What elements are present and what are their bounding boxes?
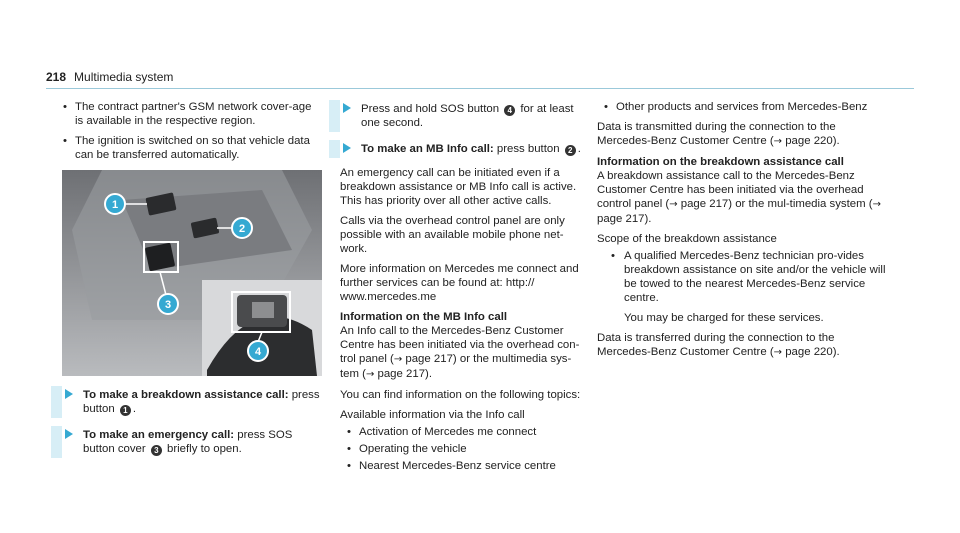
page-ref-link[interactable]: page 220). [785, 346, 840, 358]
list-item: Other products and services from Mercede… [603, 100, 887, 114]
step-text: . [577, 143, 581, 155]
page-ref-link[interactable]: page 217). [377, 368, 432, 380]
arrow-icon: → [393, 354, 403, 365]
svg-text:3: 3 [165, 299, 171, 311]
callout-3: 3 [157, 293, 179, 315]
page-number: 218 [46, 70, 67, 84]
instruction-step: To make an MB Info call: press button 2. [329, 140, 590, 158]
text: A breakdown assistance call to the Merce… [597, 170, 864, 210]
text: An Info call to the Mercedes-Benz Custom… [340, 325, 580, 365]
paragraph: Data is transmitted during the connectio… [597, 120, 887, 149]
column-3: Other products and services from Mercede… [597, 100, 887, 366]
paragraph: A breakdown assistance call to the Merce… [597, 169, 887, 226]
svg-text:4: 4 [255, 346, 262, 358]
text: Data is transferred during the connectio… [597, 332, 835, 358]
arrow-icon: → [365, 369, 375, 380]
list-item: Nearest Mercedes-Benz service centre [346, 459, 590, 473]
callout-ref: 3 [150, 445, 162, 456]
svg-text:2: 2 [239, 223, 245, 235]
step-arrow-icon [343, 103, 351, 113]
instruction-step: Press and hold SOS button 4 for at least… [329, 100, 590, 132]
overhead-control-panel-illustration: 1 2 3 4 [62, 170, 322, 376]
list-item: Operating the vehicle [346, 442, 590, 456]
panel-svg: 1 2 3 4 [62, 170, 322, 376]
page-ref-link[interactable]: page 217) or the mul-timedia system ( [680, 198, 873, 210]
callout-ref: 4 [504, 105, 516, 116]
paragraph: Available information via the Info call [340, 409, 525, 421]
instruction-step: To make a breakdown assistance call: pre… [51, 386, 322, 418]
step-text: press SOS button cover [83, 429, 293, 455]
step-text: Press and hold SOS button [361, 103, 503, 115]
step-text: press button [83, 389, 320, 415]
paragraph: An Info call to the Mercedes-Benz Custom… [340, 324, 590, 382]
column-2: Press and hold SOS button 4 for at least… [329, 100, 590, 476]
step-label: To make an MB Info call: [361, 143, 494, 155]
callout-ref: 1 [119, 405, 131, 416]
note: You may be charged for these services. [624, 312, 824, 324]
step-text: for at least one second. [361, 103, 574, 129]
step-arrow-icon [65, 429, 73, 439]
arrow-icon: → [872, 199, 881, 210]
list-item: Activation of Mercedes me connect [346, 425, 590, 439]
step-label: To make a breakdown assistance call: [83, 389, 289, 401]
callout-4: 4 [247, 340, 269, 362]
page-header: 218 Multimedia system [46, 70, 173, 84]
page-ref-link[interactable]: page 217). [597, 213, 652, 225]
paragraph: More information on Mercedes me connect … [340, 263, 579, 303]
step-arrow-icon [65, 389, 73, 399]
step-text: . [132, 403, 137, 415]
callout-ref: 2 [564, 145, 576, 156]
step-label: To make an emergency call: [83, 429, 235, 441]
paragraph: Calls via the overhead control panel are… [340, 215, 565, 255]
arrow-icon: → [773, 347, 783, 358]
page-ref-link[interactable]: page 217) or the multimedia sys-tem ( [340, 353, 572, 380]
callout-2: 2 [231, 217, 253, 239]
section-heading: Information on the breakdown assistance … [597, 156, 844, 168]
list-item: A qualified Mercedes-Benz technician pro… [597, 249, 887, 305]
section-heading: Information on the MB Info call [340, 311, 508, 323]
list-item: The ignition is switched on so that vehi… [62, 134, 322, 162]
text: Data is transmitted during the connectio… [597, 121, 836, 147]
paragraph: Scope of the breakdown assistance [597, 233, 777, 245]
callout-1: 1 [104, 193, 126, 215]
svg-text:1: 1 [112, 199, 118, 211]
step-arrow-icon [343, 143, 351, 153]
list-item: The contract partner's GSM network cover… [62, 100, 322, 128]
step-text: press button [493, 143, 563, 155]
paragraph: Data is transferred during the connectio… [597, 331, 887, 360]
column-1: The contract partner's GSM network cover… [62, 100, 322, 168]
section-title: Multimedia system [74, 70, 174, 84]
paragraph: An emergency call can be initiated even … [340, 167, 577, 207]
step-text: briefly to open. [163, 443, 242, 455]
instruction-step: To make an emergency call: press SOS but… [51, 426, 322, 458]
header-rule [46, 88, 914, 89]
arrow-icon: → [773, 136, 783, 147]
arrow-icon: → [669, 199, 678, 210]
page-ref-link[interactable]: page 220). [785, 135, 840, 147]
column-1-steps: To make a breakdown assistance call: pre… [51, 386, 322, 466]
paragraph: You can find information on the followin… [340, 389, 581, 401]
